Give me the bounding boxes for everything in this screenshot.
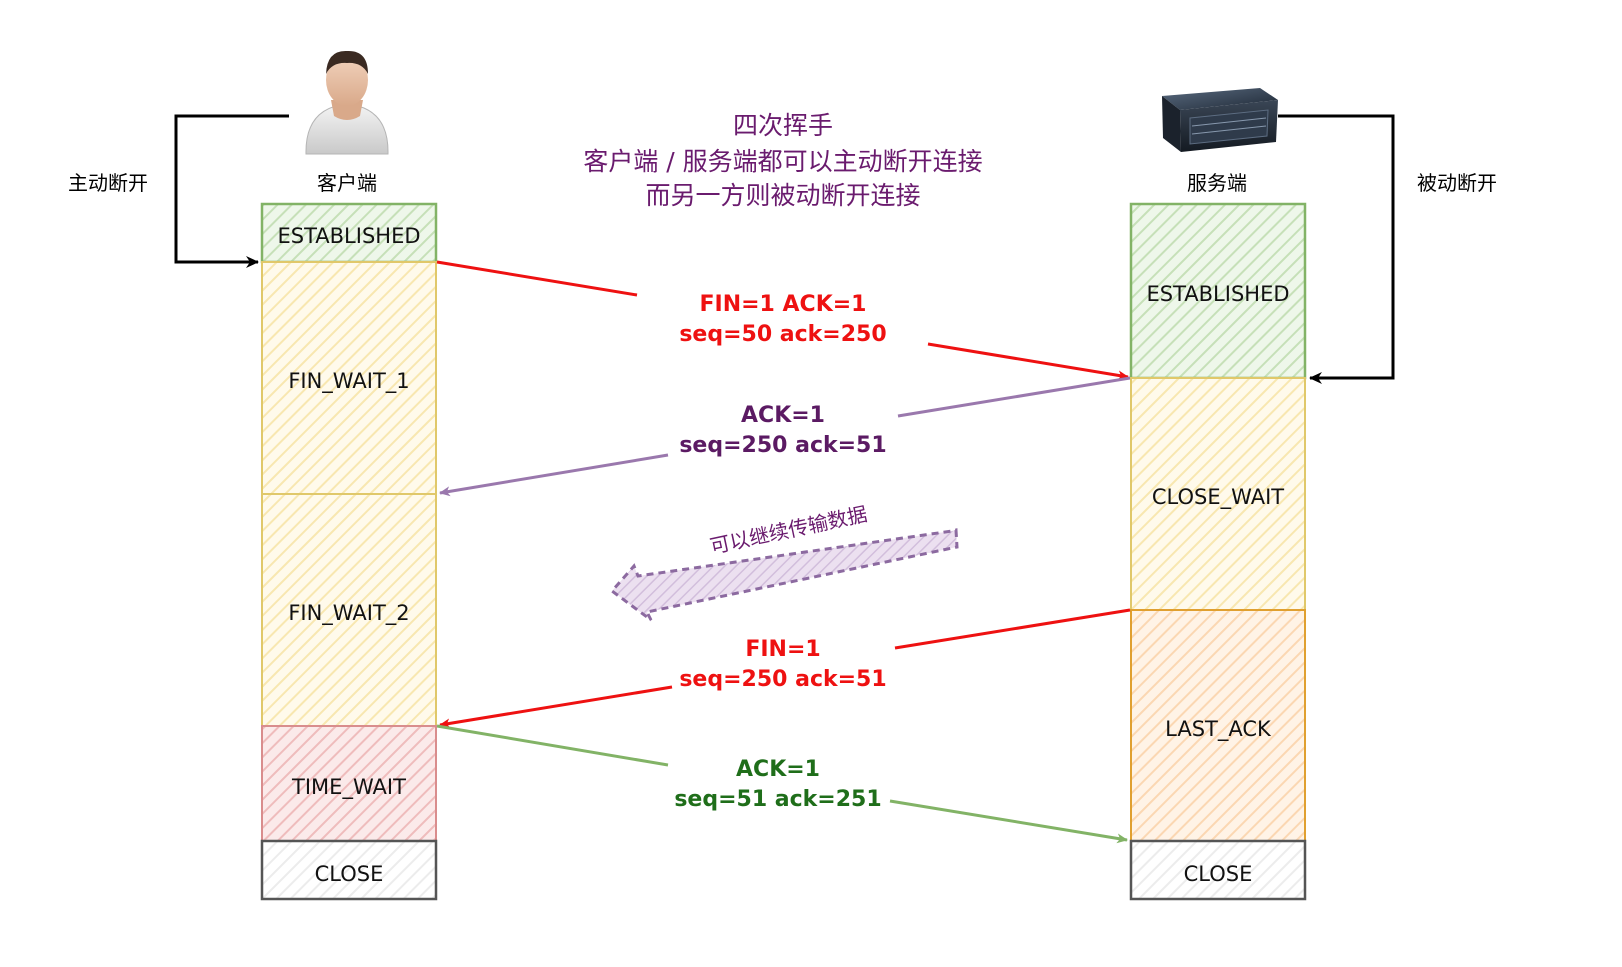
message-ack-client-to-server: ACK=1 seq=51 ack=251 xyxy=(436,724,1128,844)
client-label: 客户端 xyxy=(317,171,377,195)
title-line-3: 而另一方则被动断开连接 xyxy=(645,181,920,210)
state-label: CLOSE xyxy=(1184,862,1253,886)
message-line: seq=50 ack=250 xyxy=(679,322,886,347)
state-label: ESTABLISHED xyxy=(1146,282,1289,306)
client-state-fin-wait-2: FIN_WAIT_2 xyxy=(261,493,437,727)
message-line: seq=250 ack=51 xyxy=(679,433,886,458)
message-line: seq=250 ack=51 xyxy=(679,667,886,692)
client-active-close-note: 主动断开 xyxy=(68,171,148,195)
client-state-established: ESTABLISHED xyxy=(260,202,438,264)
message-line: FIN=1 xyxy=(745,637,820,662)
server-bracket-arrow xyxy=(1278,114,1395,384)
message-line: seq=51 ack=251 xyxy=(674,787,881,812)
message-fin-ack-client-to-server: FIN=1 ACK=1 seq=50 ack=250 xyxy=(436,260,1129,381)
message-ack-server-to-client: ACK=1 seq=250 ack=51 xyxy=(439,376,1131,497)
message-fin-server-to-client: FIN=1 seq=250 ack=51 xyxy=(439,608,1131,729)
client-bracket-arrow xyxy=(174,114,289,268)
title-line-2: 客户端 / 服务端都可以主动断开连接 xyxy=(583,147,982,176)
server-passive-close-note: 被动断开 xyxy=(1417,171,1497,195)
user-icon xyxy=(305,50,389,155)
state-label: ESTABLISHED xyxy=(277,224,420,248)
server-label: 服务端 xyxy=(1187,171,1247,195)
server-state-established: ESTABLISHED xyxy=(1129,202,1307,380)
message-line: ACK=1 xyxy=(741,403,825,428)
server-state-close-wait: CLOSE_WAIT xyxy=(1130,377,1306,611)
data-transfer-arrow xyxy=(609,528,959,622)
server-state-close: CLOSE xyxy=(1129,839,1307,901)
state-label: FIN_WAIT_1 xyxy=(288,369,409,394)
client-state-column: ESTABLISHED FIN_WAIT_1 FIN_WAIT_2 TIME_W… xyxy=(260,202,438,901)
state-label: CLOSE xyxy=(315,862,384,886)
title-line-1: 四次挥手 xyxy=(733,111,833,140)
client-state-close: CLOSE xyxy=(260,839,438,901)
server-state-last-ack: LAST_ACK xyxy=(1130,609,1306,842)
data-transfer-note: 可以继续传输数据 xyxy=(609,502,959,622)
message-line: FIN=1 ACK=1 xyxy=(700,292,867,317)
client-state-fin-wait-1: FIN_WAIT_1 xyxy=(261,261,437,495)
client-state-time-wait: TIME_WAIT xyxy=(261,725,437,842)
server-state-column: ESTABLISHED CLOSE_WAIT LAST_ACK CLOSE xyxy=(1129,202,1307,901)
server-icon xyxy=(1162,88,1278,152)
state-label: CLOSE_WAIT xyxy=(1152,485,1284,510)
diagram-title: 四次挥手 客户端 / 服务端都可以主动断开连接 而另一方则被动断开连接 xyxy=(583,111,982,210)
message-line: ACK=1 xyxy=(736,757,820,782)
state-label: FIN_WAIT_2 xyxy=(288,601,409,626)
state-label: LAST_ACK xyxy=(1165,717,1272,742)
state-label: TIME_WAIT xyxy=(291,775,406,800)
